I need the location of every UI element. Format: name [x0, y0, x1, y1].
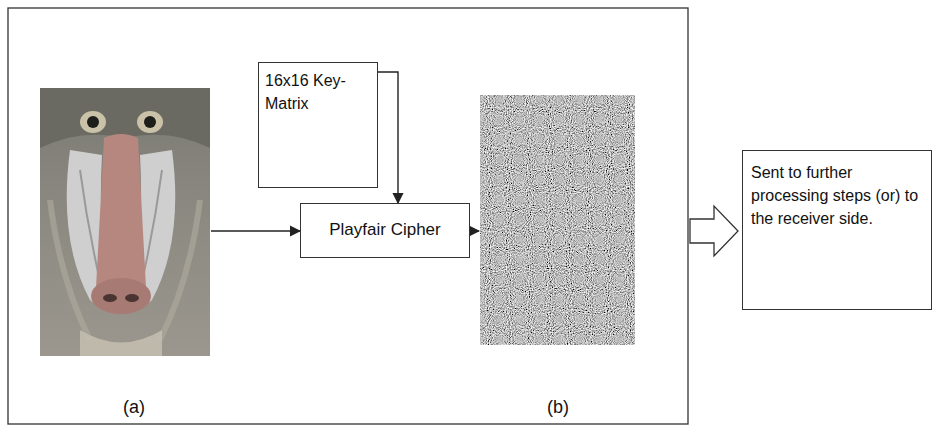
- cipher-box: Playfair Cipher: [300, 203, 470, 258]
- output-arrow: [470, 230, 479, 231]
- hollow-arrow: [690, 206, 738, 256]
- baboon-image: [40, 88, 210, 356]
- input-arrow: [211, 230, 300, 231]
- output-box: Sent to further processing steps (or) to…: [742, 150, 932, 310]
- box-text: Playfair Cipher: [307, 218, 463, 243]
- box-text: Sent to further processing steps (or) to…: [751, 161, 923, 231]
- box-text: 16x16 Key-Matrix: [265, 69, 371, 115]
- connector-arrow: [378, 72, 398, 203]
- figure-label: (a): [123, 397, 145, 418]
- encrypted-noise-image: [480, 95, 635, 345]
- key-matrix-box: 16x16 Key-Matrix: [258, 62, 378, 188]
- figure-label: (b): [547, 397, 569, 418]
- outer-frame: [8, 8, 688, 424]
